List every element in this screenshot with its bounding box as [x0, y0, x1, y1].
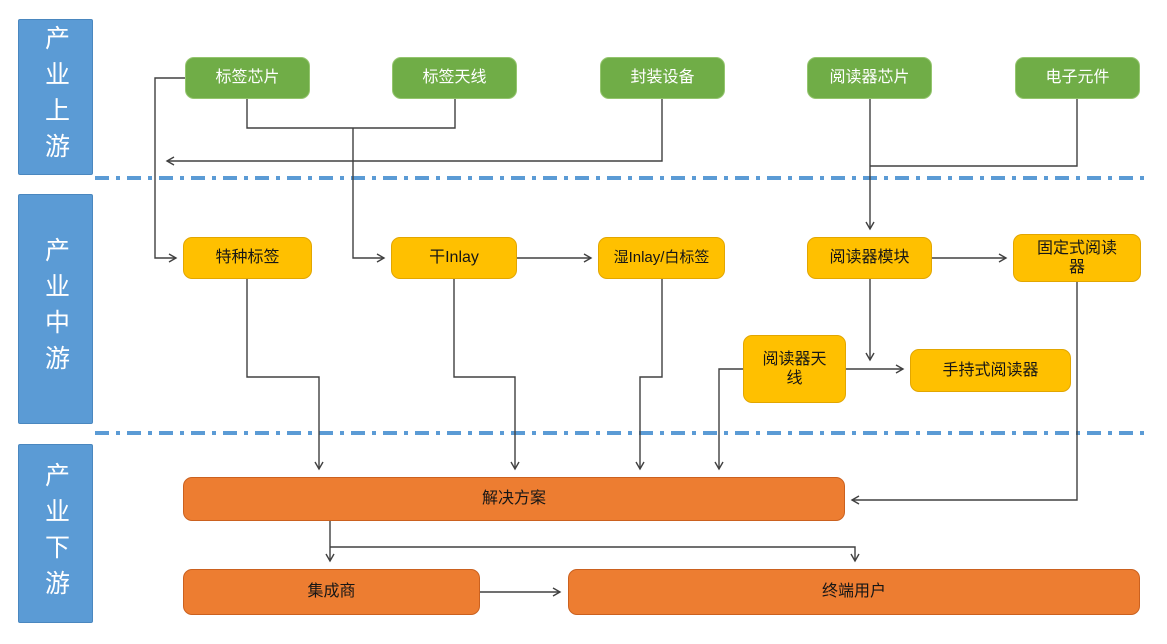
edge-packaging-to-left-trunk — [165, 97, 663, 166]
node-dry-inlay: 干Inlay — [391, 237, 517, 279]
node-electronic-components: 电子元件 — [1015, 57, 1140, 99]
node-packaging-equipment: 封装设备 — [600, 57, 725, 99]
stage-midstream: 产业中游 — [18, 194, 93, 424]
node-reader-antenna: 阅读器天线 — [743, 335, 846, 403]
edge-tagchip-to-specialtag — [154, 77, 186, 263]
edge-electronics-join — [870, 97, 1078, 167]
edge-tagchip-tagantenna-join — [246, 97, 456, 129]
node-reader-module: 阅读器模块 — [807, 237, 932, 279]
edge-specialtag-to-solution — [246, 279, 324, 471]
edge-wetinlay-to-solution — [635, 279, 663, 471]
node-special-tag: 特种标签 — [183, 237, 312, 279]
edge-fixedreader-to-solution — [850, 282, 1078, 505]
node-handheld-reader: 手持式阅读器 — [910, 349, 1071, 392]
edge-readerantenna-to-solution — [714, 368, 743, 471]
edge-solution-to-enduser — [330, 546, 860, 563]
edge-dryinlay-to-solution — [453, 279, 520, 471]
stage-downstream: 产业下游 — [18, 444, 93, 623]
node-integrator: 集成商 — [183, 569, 480, 615]
node-wet-inlay: 湿Inlay/白标签 — [598, 237, 725, 279]
node-tag-antenna: 标签天线 — [392, 57, 517, 99]
node-fixed-reader: 固定式阅读器 — [1013, 234, 1141, 282]
node-solution: 解决方案 — [183, 477, 845, 521]
node-tag-chip: 标签芯片 — [185, 57, 310, 99]
edge-join-to-dryinlay — [352, 128, 386, 263]
stage-upstream: 产业上游 — [18, 19, 93, 175]
node-end-user: 终端用户 — [568, 569, 1140, 615]
node-reader-chip: 阅读器芯片 — [807, 57, 932, 99]
